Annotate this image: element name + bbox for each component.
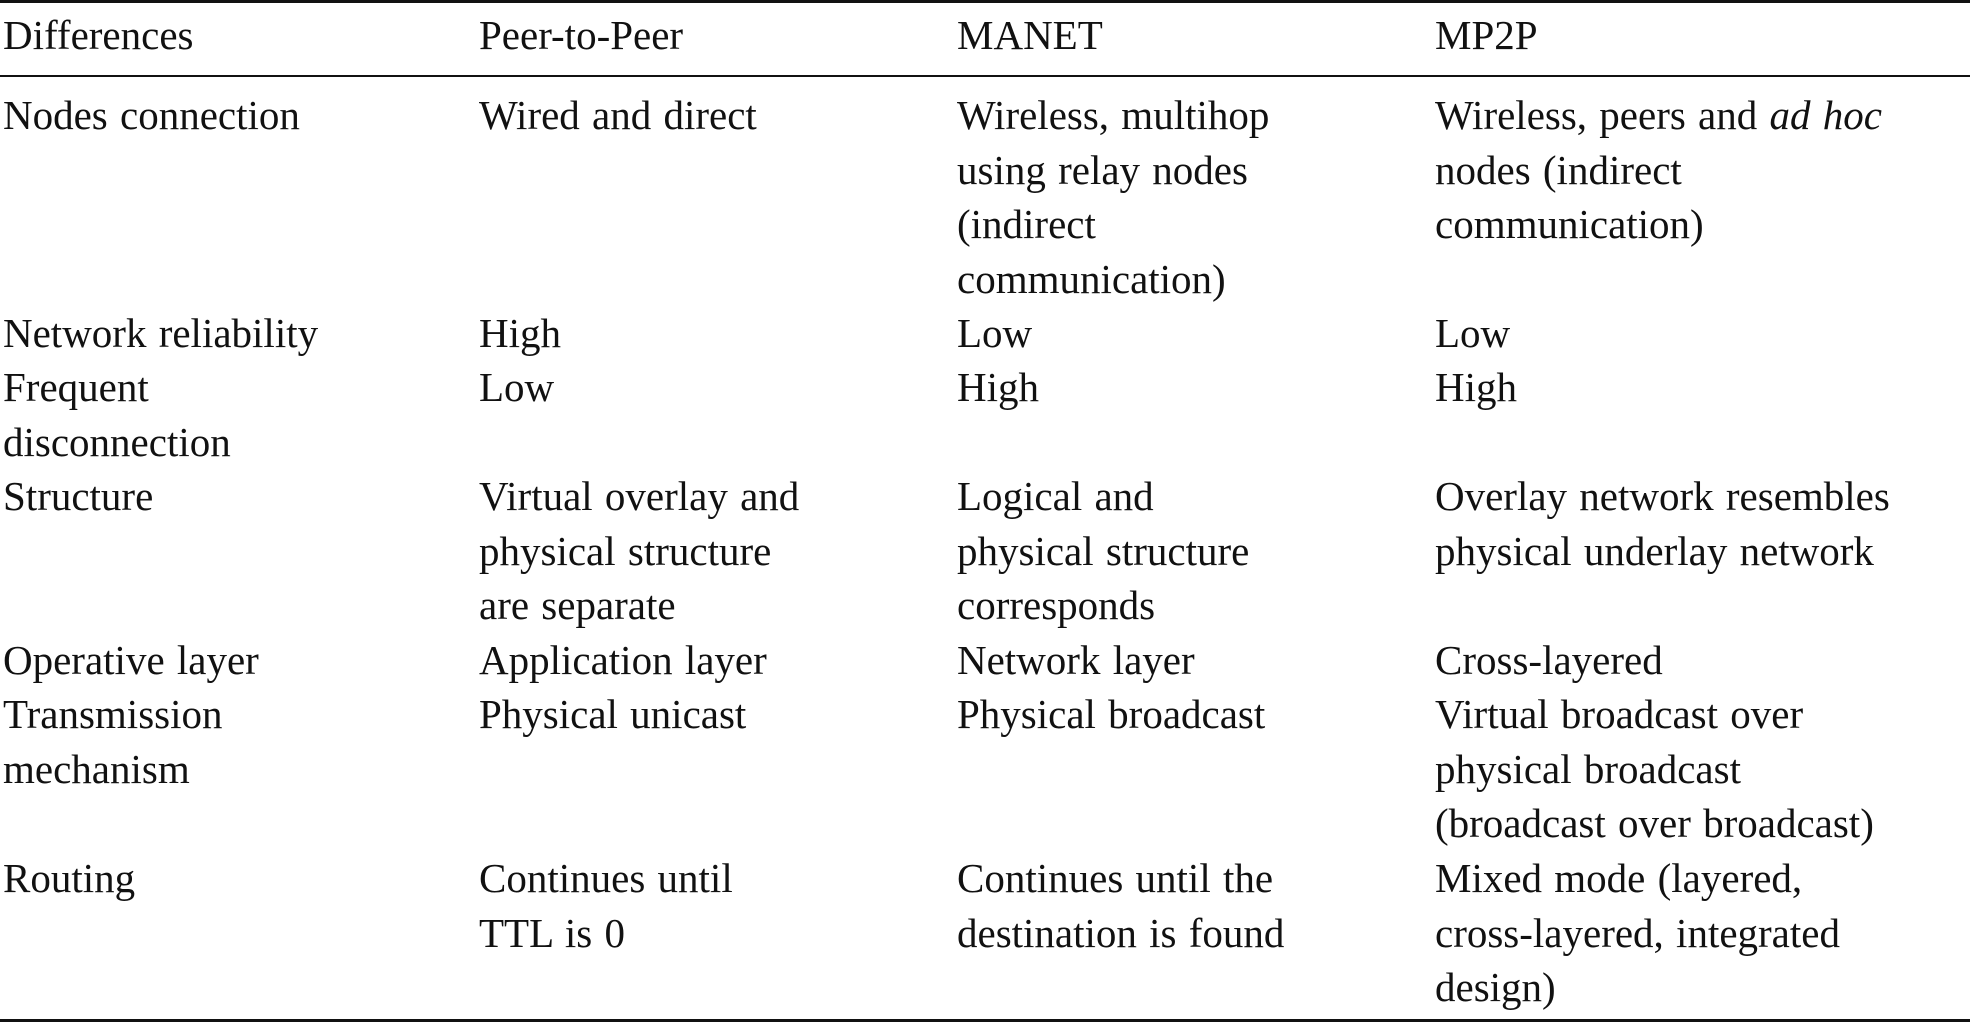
table-cell: Network reliability bbox=[3, 306, 473, 361]
cell-line: Low bbox=[1435, 310, 1511, 356]
cell-line: destination is found bbox=[957, 909, 1285, 956]
cell-line: Low bbox=[957, 310, 1033, 356]
table-cell: Virtual overlay and physical structure a… bbox=[479, 469, 949, 633]
cell-line: physical structure bbox=[957, 527, 1250, 574]
cell-line: cross-layered, integrated bbox=[1435, 909, 1840, 956]
table-cell: Continues until the destination is found bbox=[957, 851, 1427, 960]
cell-line: physical underlay network bbox=[1435, 527, 1874, 574]
cell-line: Virtual overlay and bbox=[479, 473, 800, 519]
cell-line: using relay nodes bbox=[957, 146, 1248, 193]
table-cell: Application layer bbox=[479, 633, 949, 688]
table-cell: Nodes connection bbox=[3, 88, 473, 143]
cell-line: High bbox=[1435, 364, 1517, 410]
table-cell: Frequent disconnection bbox=[3, 360, 473, 469]
cell-line: disconnection bbox=[3, 418, 231, 465]
cell-line: nodes (indirect bbox=[1435, 146, 1682, 193]
cell-line: design) bbox=[1435, 964, 1556, 1010]
cell-line: Network reliability bbox=[3, 310, 319, 356]
table-cell: Low bbox=[479, 360, 949, 415]
cell-line: are separate bbox=[479, 582, 676, 628]
cell-line: Application layer bbox=[479, 637, 767, 683]
table-cell: Transmission mechanism bbox=[3, 687, 473, 796]
cell-line: Structure bbox=[3, 473, 154, 519]
cell-line: Operative layer bbox=[3, 637, 259, 683]
cell-line: Continues until the bbox=[957, 855, 1274, 901]
table-cell: Wireless, peers and ad hoc nodes (indire… bbox=[1435, 88, 1970, 252]
cell-line: physical broadcast bbox=[1435, 745, 1741, 792]
cell-line: High bbox=[957, 364, 1039, 410]
cell-line: Nodes connection bbox=[3, 92, 300, 138]
cell-line: Routing bbox=[3, 855, 136, 901]
table-cell: Logical and physical structure correspon… bbox=[957, 469, 1427, 633]
cell-line: Physical unicast bbox=[479, 691, 747, 737]
table-cell: Structure bbox=[3, 469, 473, 524]
header-peer-to-peer: Peer-to-Peer bbox=[479, 12, 684, 58]
table-cell: High bbox=[957, 360, 1427, 415]
cell-text-prefix: Wireless, peers and bbox=[1435, 92, 1770, 138]
cell-line: High bbox=[479, 310, 561, 356]
cell-line: Low bbox=[479, 364, 555, 410]
cell-line: Physical broadcast bbox=[957, 691, 1266, 737]
cell-line: communication) bbox=[1435, 201, 1704, 247]
table-cell: Physical broadcast bbox=[957, 687, 1427, 742]
table-cell: Cross-layered bbox=[1435, 633, 1970, 688]
table-cell: Routing bbox=[3, 851, 473, 906]
cell-line: mechanism bbox=[3, 745, 190, 792]
cell-line: Overlay network resembles bbox=[1435, 473, 1890, 519]
table-cell: Wireless, multihop using relay nodes (in… bbox=[957, 88, 1427, 306]
table-cell: Low bbox=[1435, 306, 1970, 361]
table-cell: Operative layer bbox=[3, 633, 473, 688]
table-bottom-rule bbox=[0, 1019, 1970, 1022]
cell-line: TTL is 0 bbox=[479, 909, 625, 956]
cell-line: Continues until bbox=[479, 855, 733, 901]
cell-line: physical structure bbox=[479, 527, 772, 574]
cell-line: communication) bbox=[957, 255, 1226, 302]
table-cell: Overlay network resembles physical under… bbox=[1435, 469, 1970, 578]
cell-line: (indirect bbox=[957, 201, 1096, 247]
table-cell: Wired and direct bbox=[479, 88, 949, 143]
table-cell: High bbox=[1435, 360, 1970, 415]
table-header-rule bbox=[0, 75, 1970, 77]
cell-line: Wireless, multihop bbox=[957, 92, 1270, 138]
cell-line: Virtual broadcast over bbox=[1435, 691, 1804, 737]
header-mp2p: MP2P bbox=[1435, 12, 1538, 58]
cell-line: Logical and bbox=[957, 473, 1154, 519]
cell-line: Network layer bbox=[957, 637, 1195, 683]
table-cell: Virtual broadcast over physical broadcas… bbox=[1435, 687, 1970, 851]
cell-line: (broadcast over broadcast) bbox=[1435, 800, 1874, 846]
cell-line: corresponds bbox=[957, 582, 1156, 628]
header-manet: MANET bbox=[957, 12, 1103, 58]
table-cell: High bbox=[479, 306, 949, 361]
cell-text-italic: ad hoc bbox=[1769, 92, 1882, 138]
table-cell: Network layer bbox=[957, 633, 1427, 688]
cell-line: Mixed mode (layered, bbox=[1435, 855, 1803, 901]
cell-line: Transmission bbox=[3, 691, 223, 737]
cell-line: Wireless, peers and ad hoc bbox=[1435, 88, 1970, 143]
table-cell: Continues until TTL is 0 bbox=[479, 851, 949, 960]
table-cell: Mixed mode (layered, cross-layered, inte… bbox=[1435, 851, 1970, 1015]
header-differences: Differences bbox=[3, 12, 194, 58]
cell-line: Wired and direct bbox=[479, 92, 757, 138]
cell-line: Frequent bbox=[3, 364, 149, 410]
table-cell: Physical unicast bbox=[479, 687, 949, 742]
table-cell: Low bbox=[957, 306, 1427, 361]
table-top-rule bbox=[0, 0, 1970, 3]
cell-line: Cross-layered bbox=[1435, 637, 1663, 683]
